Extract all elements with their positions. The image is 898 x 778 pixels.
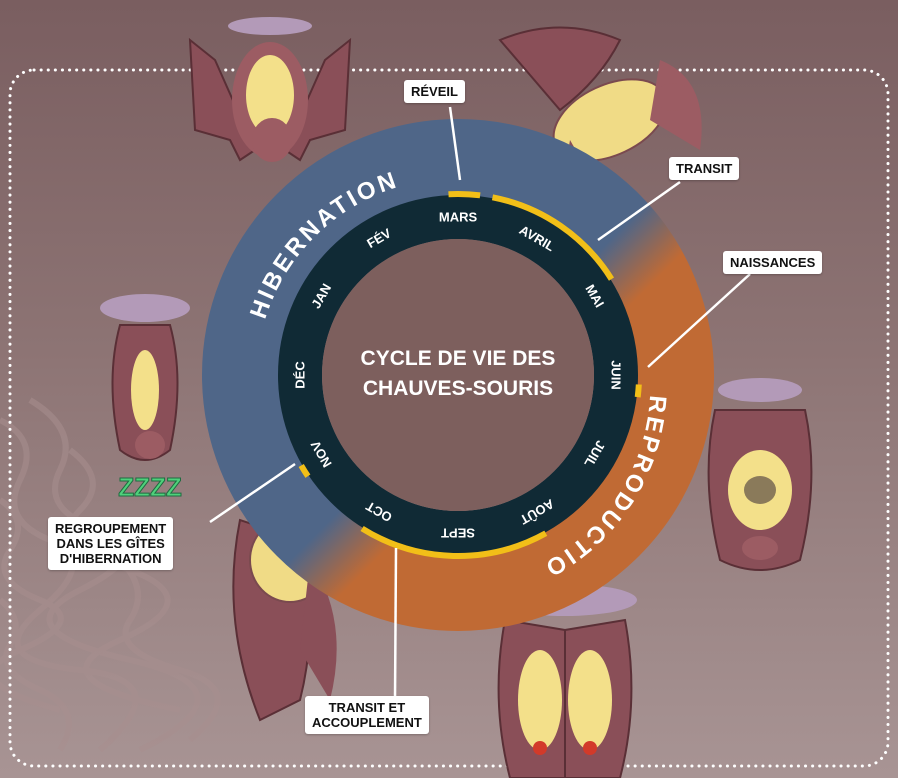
month-label-3: MARS: [439, 210, 478, 225]
highlight-arc-3: [634, 384, 642, 398]
month-label-6: JUIN: [609, 360, 624, 390]
bat-right-illustration: [707, 378, 813, 571]
leader-lines: [209, 106, 751, 701]
callout-transit-accouplement: TRANSIT ET ACCOUPLEMENT: [305, 696, 429, 734]
center-title-line-2: CHAUVES-SOURIS: [363, 377, 553, 400]
month-label-9: SEPT: [441, 526, 475, 541]
bat-top-left-illustration: [188, 17, 352, 162]
bat-left-sleeping-illustration: [100, 294, 190, 461]
month-ring: [278, 195, 638, 555]
callout-naissances: NAISSANCES: [723, 251, 823, 274]
maze-pattern: [0, 397, 221, 753]
highlight-arc-1: [448, 190, 481, 199]
center-title-line-1: CYCLE DE VIE DES: [361, 347, 556, 370]
highlight-arc-5: [298, 463, 311, 478]
month-label-12: DÉC: [293, 361, 308, 389]
highlight-arc-2: [491, 194, 615, 281]
callout-transit: TRANSIT: [669, 157, 740, 180]
highlight-arcs: [298, 190, 642, 559]
highlight-arc-4: [360, 525, 548, 559]
center-disk: [322, 239, 594, 511]
sleep-zzz: ZZZZ: [118, 472, 182, 502]
callout-reveil: RÉVEIL: [404, 80, 465, 103]
dotted-frame: [8, 68, 890, 768]
callout-regroupement: REGROUPEMENT DANS LES GÎTES D'HIBERNATIO…: [48, 517, 174, 570]
